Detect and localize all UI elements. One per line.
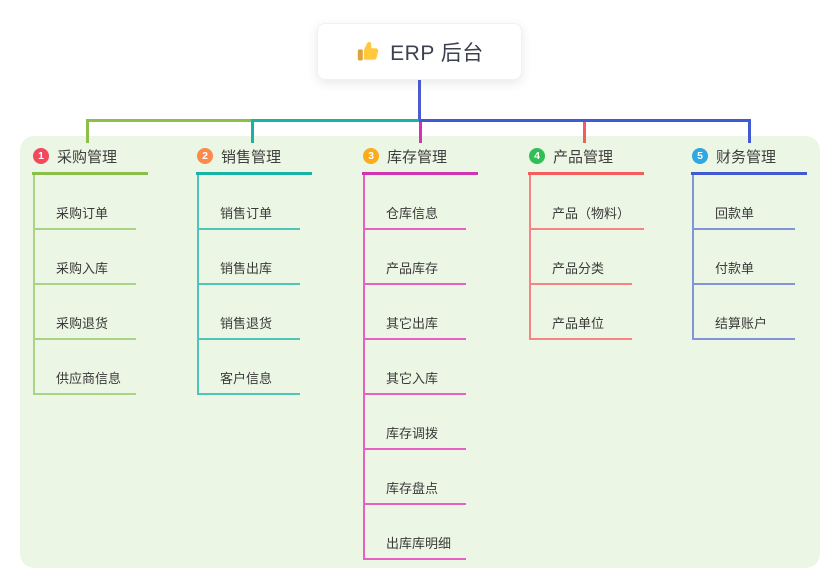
branch-label: 财务管理 [716,148,777,166]
branch-purchase: 1 采购管理 采购订单 采购入库 采购退货 供应商信息 [32,146,148,395]
branch-purchase-header[interactable]: 1 采购管理 [32,146,148,175]
branch-sales: 2 销售管理 销售订单 销售出库 销售退货 客户信息 [196,146,312,395]
branch-finance: 5 财务管理 回款单 付款单 结算账户 [691,146,807,340]
node-payment-order[interactable]: 付款单 [694,230,795,285]
branch-purchase-children: 采购订单 采购入库 采购退货 供应商信息 [33,175,136,395]
badge-5: 5 [692,148,708,164]
node-stock-taking[interactable]: 库存盘点 [365,450,466,505]
node-other-outbound[interactable]: 其它出库 [365,285,466,340]
node-warehouse-info[interactable]: 仓库信息 [365,175,466,230]
node-outbound-detail[interactable]: 出库库明细 [365,505,466,560]
node-sales-order[interactable]: 销售订单 [199,175,300,230]
connector-drop-branch2 [251,119,254,143]
branch-finance-header[interactable]: 5 财务管理 [691,146,807,175]
node-sales-outbound[interactable]: 销售出库 [199,230,300,285]
branch-inventory-header[interactable]: 3 库存管理 [362,146,478,175]
connector-root-vertical [418,80,421,122]
branch-product-header[interactable]: 4 产品管理 [528,146,644,175]
badge-2: 2 [197,148,213,164]
branch-sales-header[interactable]: 2 销售管理 [196,146,312,175]
branch-inventory-children: 仓库信息 产品库存 其它出库 其它入库 库存调拨 库存盘点 出库库明细 [363,175,466,560]
node-product-material[interactable]: 产品（物料） [531,175,645,230]
connector-rail-teal [254,119,419,122]
thumbs-up-icon [355,39,381,65]
node-other-inbound[interactable]: 其它入库 [365,340,466,395]
branch-label: 采购管理 [57,148,118,166]
connector-drop-branch3 [419,121,422,143]
branch-inventory: 3 库存管理 仓库信息 产品库存 其它出库 其它入库 库存调拨 库存盘点 出库库… [362,146,478,560]
node-purchase-inbound[interactable]: 采购入库 [35,230,136,285]
branches-panel [20,136,820,568]
node-stock-transfer[interactable]: 库存调拨 [365,395,466,450]
badge-4: 4 [529,148,545,164]
branch-product: 4 产品管理 产品（物料） 产品分类 产品单位 [528,146,645,340]
connector-rail-green [86,119,251,122]
branch-sales-children: 销售订单 销售出库 销售退货 客户信息 [197,175,300,395]
connector-rail-blue [419,119,751,122]
branch-label: 销售管理 [221,148,282,166]
root-title: ERP 后台 [390,41,484,65]
connector-drop-branch1 [86,119,89,143]
node-product-category[interactable]: 产品分类 [531,230,632,285]
branch-finance-children: 回款单 付款单 结算账户 [692,175,795,340]
badge-3: 3 [363,148,379,164]
branch-label: 库存管理 [387,148,448,166]
node-sales-return[interactable]: 销售退货 [199,285,300,340]
root-node[interactable]: ERP 后台 [317,23,522,80]
node-product-stock[interactable]: 产品库存 [365,230,466,285]
node-purchase-return[interactable]: 采购退货 [35,285,136,340]
node-receipt-order[interactable]: 回款单 [694,175,795,230]
node-settlement-account[interactable]: 结算账户 [694,285,795,340]
badge-1: 1 [33,148,49,164]
node-purchase-order[interactable]: 采购订单 [35,175,136,230]
node-customer-info[interactable]: 客户信息 [199,340,300,395]
node-product-unit[interactable]: 产品单位 [531,285,632,340]
branch-label: 产品管理 [553,148,614,166]
branch-product-children: 产品（物料） 产品分类 产品单位 [529,175,645,340]
node-supplier-info[interactable]: 供应商信息 [35,340,136,395]
connector-drop-branch4 [583,121,586,143]
connector-drop-branch5 [748,119,751,143]
